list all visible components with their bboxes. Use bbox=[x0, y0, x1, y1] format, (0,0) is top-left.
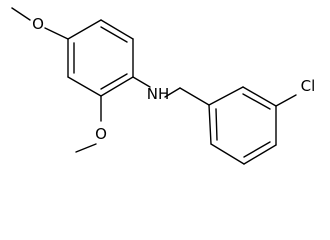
bond-ring-b-2 bbox=[210, 143, 245, 165]
bond-ring-a-double-2 bbox=[100, 73, 128, 90]
bond-ring-b-5 bbox=[242, 86, 277, 107]
bond-ring-b-double-2 bbox=[243, 141, 271, 158]
bond-ring-a-5 bbox=[100, 19, 134, 40]
bond-ring-a-3 bbox=[100, 76, 134, 97]
bond-ring-a-6 bbox=[67, 19, 102, 40]
bond-ch2-ring bbox=[179, 87, 210, 106]
bond-oxygen-top-ring bbox=[44, 27, 69, 40]
amine-label: NH bbox=[147, 85, 170, 103]
oxygen-bottom-label: O bbox=[95, 125, 107, 143]
bond-ring-nh bbox=[132, 76, 151, 88]
oxygen-top-label: O bbox=[32, 15, 44, 33]
bond-methyl-oxygen-top bbox=[11, 7, 31, 21]
bond-nh-ch2 bbox=[164, 87, 181, 98]
bond-ring-a-2 bbox=[67, 76, 102, 97]
bond-oxygen-bottom-methyl bbox=[75, 143, 97, 153]
bond-ring-b-3 bbox=[243, 144, 277, 165]
structure-canvas: O O NH Cl bbox=[11, 7, 316, 165]
bond-ring-b-1 bbox=[208, 104, 212, 145]
bond-ring-b-6 bbox=[208, 86, 244, 106]
bond-ring-chlorine bbox=[275, 94, 297, 107]
chlorine-label: Cl bbox=[301, 77, 316, 95]
bond-ring-b-double-3 bbox=[242, 93, 271, 110]
bond-ring-b-double-1 bbox=[215, 108, 218, 141]
molecule-drawing: O O NH Cl bbox=[11, 7, 316, 165]
bond-ring-a-double-3 bbox=[100, 26, 128, 43]
